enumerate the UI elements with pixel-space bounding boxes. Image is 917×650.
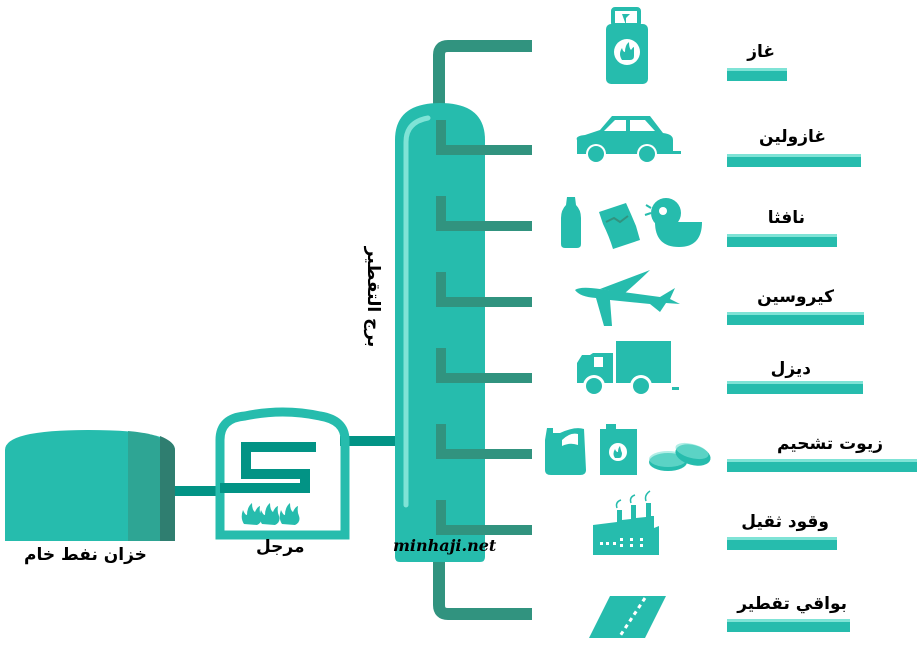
gas-cylinder-icon <box>606 7 648 84</box>
furnace-label: مرجل <box>256 537 305 557</box>
product-label-diesel: ديزل <box>770 359 811 379</box>
product-underlines <box>727 68 917 632</box>
chip-bag-icon <box>599 203 640 249</box>
distillation-tower <box>395 103 485 562</box>
rubber-duck-icon <box>644 198 702 247</box>
product-label-kerosene: كيروسين <box>757 287 834 307</box>
tower-label: برج التقطير <box>363 246 383 348</box>
product-label-heavy-fuel: وقود ثقيل <box>741 512 829 532</box>
lubricants-icons <box>545 424 711 475</box>
furnace <box>215 407 350 540</box>
flame-icons <box>241 503 300 525</box>
truck-icon <box>577 341 679 397</box>
tower-outlet-pipes <box>433 40 532 620</box>
crude-oil-tank <box>5 430 175 541</box>
bottle-icon <box>561 197 581 248</box>
pipe-tank-to-furnace <box>170 486 220 496</box>
product-label-gas: غاز <box>747 42 775 62</box>
tray-outlets <box>436 120 532 535</box>
product-label-naphtha: نافثا <box>767 208 805 228</box>
airplane-icon <box>575 270 680 326</box>
factory-icon <box>593 490 659 555</box>
car-icon <box>576 116 681 164</box>
oil-jug-icon <box>545 428 586 475</box>
product-label-residue: بواقي تقطير <box>737 594 847 614</box>
crude-tank-label: خزان نفط خام <box>24 545 147 565</box>
road-icon <box>589 596 666 638</box>
pipe-furnace-to-tower <box>340 436 396 446</box>
watermark: minhaji.net <box>393 536 497 555</box>
product-label-lubricants: زيوت تشحيم <box>776 434 883 454</box>
plastics-icons <box>561 197 702 249</box>
tower-label-wrap: برج التقطير <box>353 232 393 362</box>
product-label-gasoline: غازولين <box>759 127 826 147</box>
